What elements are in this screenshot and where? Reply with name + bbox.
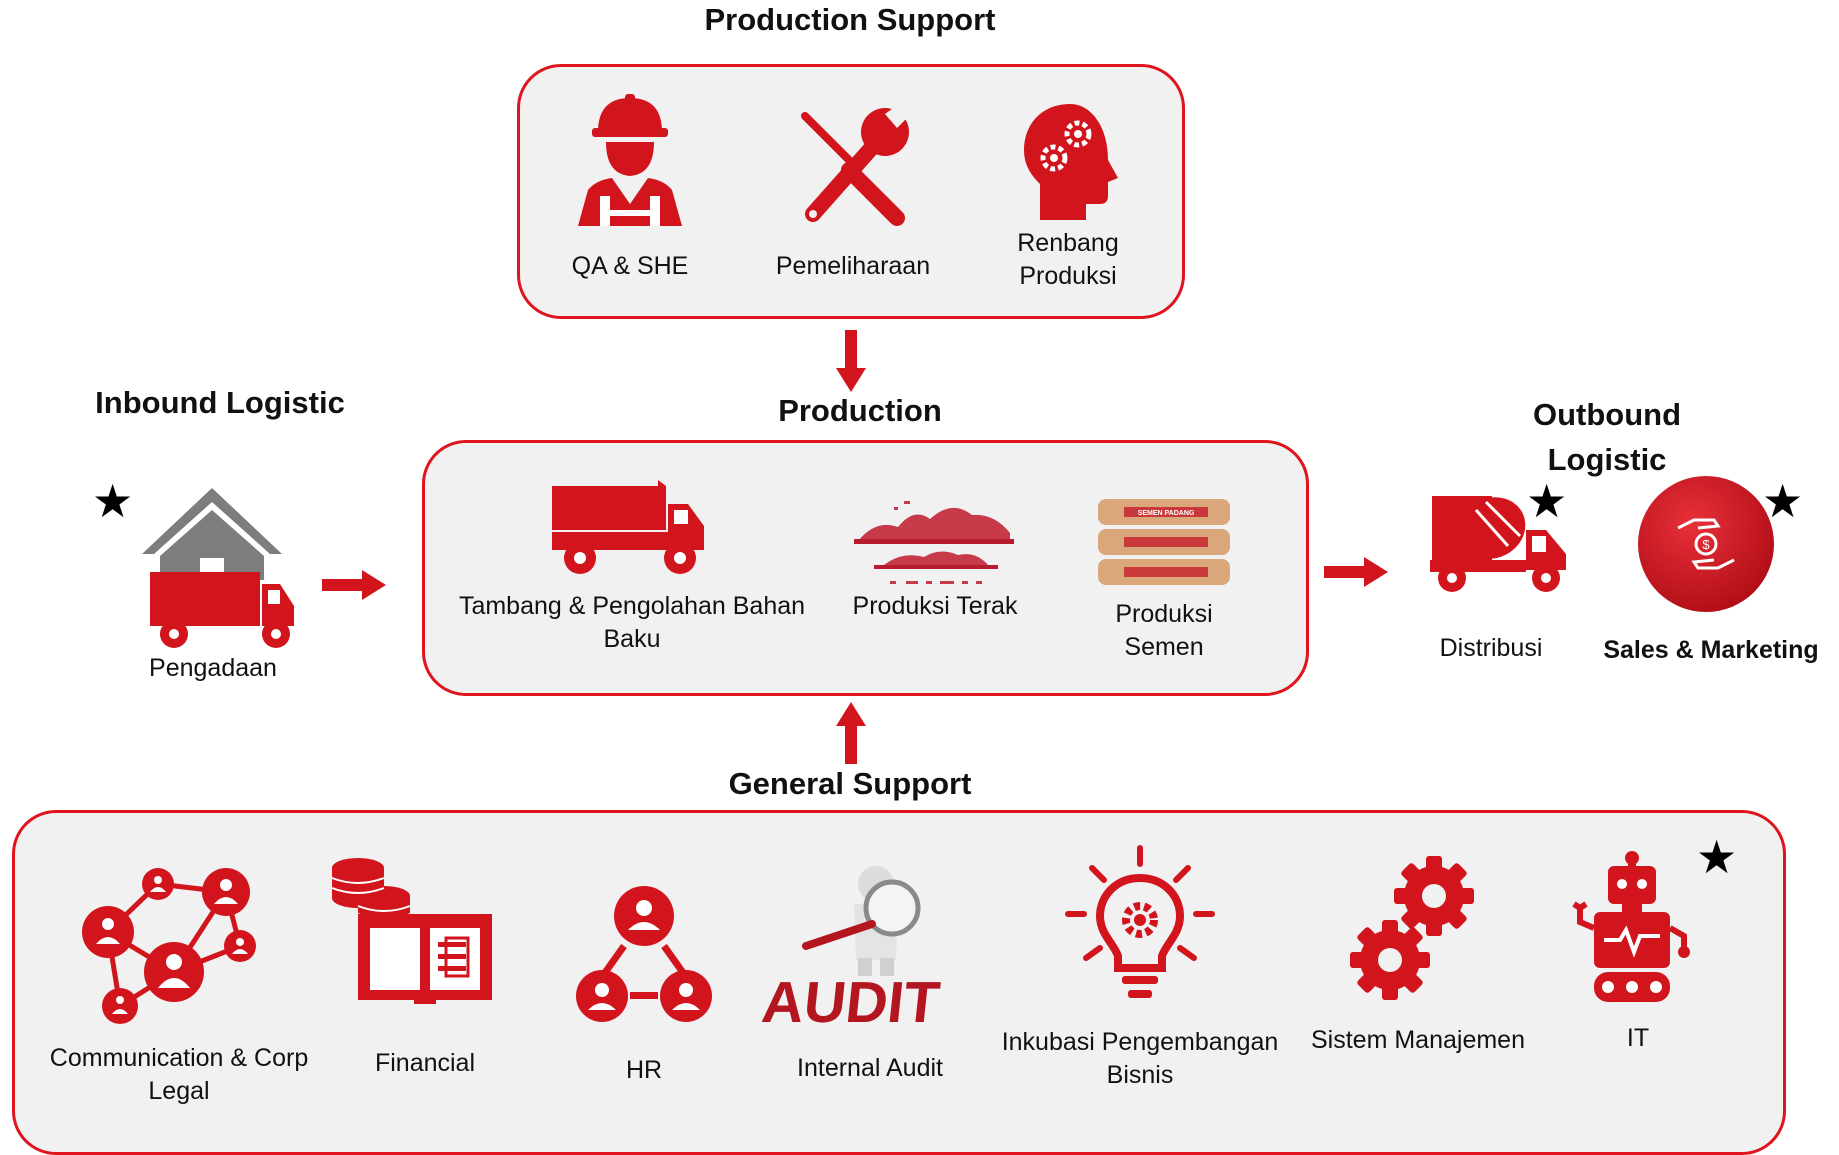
- lightbulb-gear-icon: [1064, 844, 1216, 1004]
- arrow-right-icon: [1324, 557, 1388, 587]
- sales-star-icon: ★: [1762, 475, 1804, 527]
- communication-corp-legal-label: Communication & Corp Legal: [49, 1044, 309, 1105]
- financial-label: Financial: [374, 1049, 476, 1077]
- hands-money-icon: $: [1638, 476, 1774, 612]
- head-gears-icon: [1020, 100, 1124, 224]
- inbound-star-icon: ★: [92, 475, 134, 527]
- general-support-star-icon: ★: [1696, 831, 1738, 883]
- general-support-box: [12, 810, 1786, 1155]
- internal-audit-label: Internal Audit: [797, 1054, 943, 1082]
- dump-truck-icon: [548, 480, 708, 580]
- gears-icon: [1350, 856, 1482, 1006]
- network-people-icon: [80, 862, 264, 1024]
- general-support-title: General Support: [728, 766, 972, 801]
- produksi-semen-label: Produksi Semen: [1115, 600, 1213, 661]
- outbound-title: Outbound Logistic: [1532, 397, 1682, 477]
- produksi-terak-label: Produksi Terak: [852, 592, 1018, 620]
- tambang-label: Tambang & Pengolahan Bahan Baku: [458, 592, 806, 653]
- arrow-up-icon: [836, 702, 866, 764]
- clinker-piles-icon: [854, 493, 1014, 589]
- pemeliharaan-label: Pemeliharaan: [775, 252, 931, 280]
- audit-magnifier-icon: AUDIT: [759, 858, 948, 1035]
- warehouse-truck-icon: [140, 486, 300, 650]
- inbound-title: Inbound Logistic: [95, 385, 345, 420]
- distribusi-label: Distribusi: [1439, 634, 1543, 662]
- pengadaan-label: Pengadaan: [149, 654, 277, 682]
- hr-label: HR: [625, 1056, 663, 1084]
- inkubasi-label: Inkubasi Pengembangan Bisnis: [1001, 1028, 1279, 1089]
- distribusi-star-icon: ★: [1526, 475, 1568, 527]
- wrench-screwdriver-icon: [791, 102, 915, 226]
- production-support-title: Production Support: [704, 2, 996, 37]
- audit-text: AUDIT: [759, 970, 943, 1035]
- production-title: Production: [778, 393, 942, 428]
- arrow-right-icon: [322, 570, 386, 600]
- sales-marketing-label: Sales & Marketing: [1603, 636, 1819, 664]
- it-label: IT: [1626, 1024, 1650, 1052]
- sistem-manajemen-label: Sistem Manajemen: [1311, 1026, 1525, 1054]
- worker-helmet-icon: [568, 92, 692, 226]
- svg-text:$: $: [1702, 537, 1710, 552]
- renbang-produksi-label: Renbang Produksi: [1017, 229, 1119, 290]
- cement-bags-icon: SEMEN PADANG: [1094, 497, 1234, 587]
- cement-bag-text: SEMEN PADANG: [1138, 510, 1195, 517]
- mixer-truck-icon: [1426, 490, 1572, 596]
- arrow-down-icon: [836, 330, 866, 392]
- people-hierarchy-icon: [574, 882, 714, 1022]
- qa-she-label: QA & SHE: [571, 252, 689, 280]
- robot-icon: [1572, 851, 1692, 1004]
- coins-book-icon: [330, 856, 494, 1006]
